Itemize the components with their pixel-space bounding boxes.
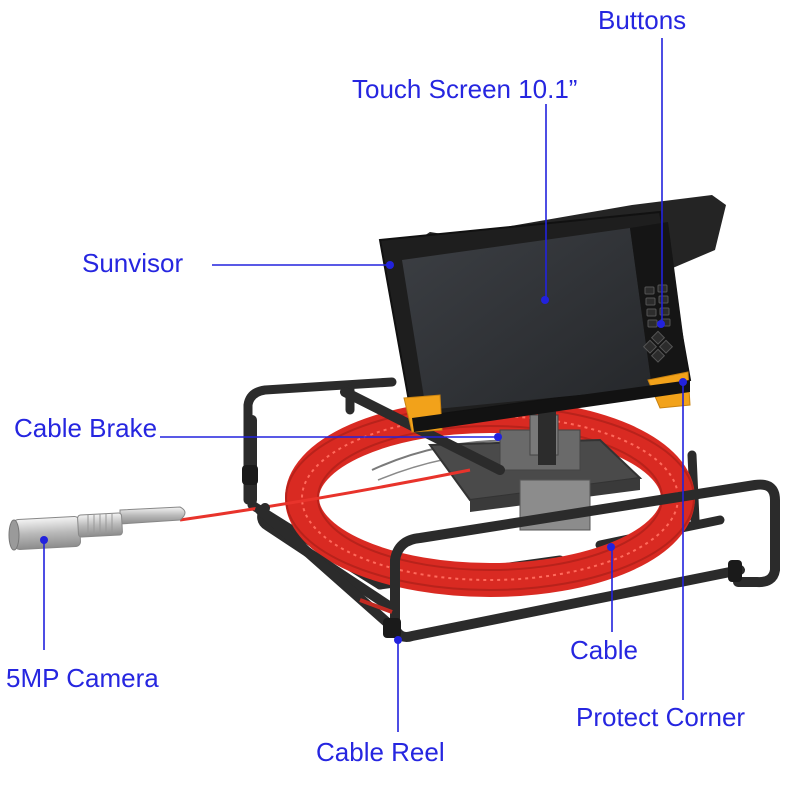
camera-cable [179,468,471,522]
label-cable: Cable [570,635,638,665]
touch-screen [402,228,652,410]
camera-head [8,506,186,551]
center-hub [428,405,643,531]
frame-feet [242,465,742,638]
label-protect-corner: Protect Corner [576,702,746,732]
label-cable-reel: Cable Reel [316,737,445,767]
label-buttons: Buttons [598,5,687,35]
cable-brake-pointer-dot [494,433,502,441]
monitor [378,195,726,433]
cable-pointer-dot [607,543,615,551]
camera-pointer-dot [40,536,48,544]
label-cable-brake: Cable Brake [14,413,158,443]
leader-lines [43,38,684,732]
front-rail-accent [359,598,393,614]
monitor-buttons [642,284,674,363]
sunvisor-pointer-dot [386,261,394,269]
buttons-pointer-dot [657,320,665,328]
protect-corner-pointer-dot [679,378,687,386]
label-touch-screen: Touch Screen 10.1” [352,74,578,104]
touch-screen-pointer-dot [541,296,549,304]
label-5mp-camera: 5MP Camera [6,663,159,693]
cable-reel-pointer-dot [394,636,402,644]
label-sunvisor: Sunvisor [82,248,184,278]
